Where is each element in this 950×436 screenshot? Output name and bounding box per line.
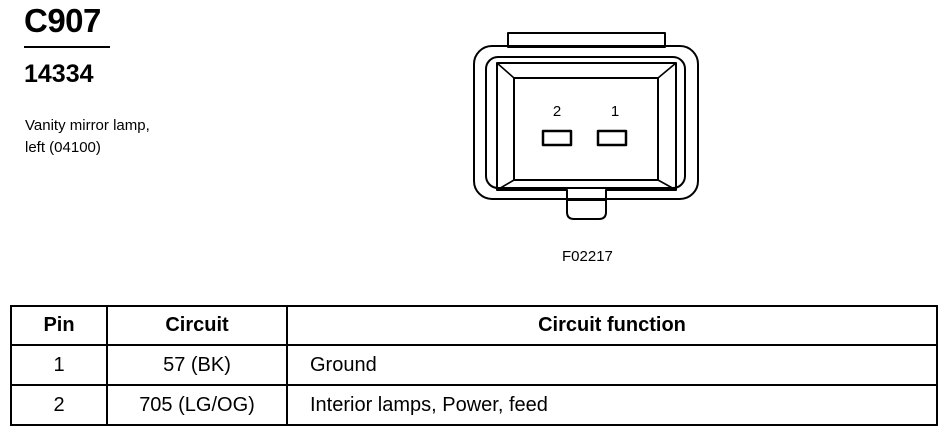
connector-id: C907 bbox=[24, 2, 101, 39]
pin-2-terminal bbox=[541, 129, 573, 147]
connector-description: Vanity mirror lamp, left (04100) bbox=[25, 115, 150, 159]
table-header-row: Pin Circuit Circuit function bbox=[10, 305, 938, 346]
connector-top-tab bbox=[507, 32, 666, 48]
circuit-function-cell: Interior lamps, Power, feed bbox=[286, 384, 938, 426]
column-header-circuit: Circuit bbox=[106, 305, 288, 346]
figure-id: F02217 bbox=[562, 248, 613, 265]
circuit-cell: 57 (BK) bbox=[106, 344, 288, 386]
table-row: 1 57 (BK) Ground bbox=[10, 344, 938, 386]
table-row: 2 705 (LG/OG) Interior lamps, Power, fee… bbox=[10, 384, 938, 426]
pin-1-terminal bbox=[596, 129, 628, 147]
part-number: 14334 bbox=[24, 60, 94, 88]
pin-label-1: 1 bbox=[611, 103, 619, 120]
connector-cavity bbox=[513, 77, 659, 181]
connector-body bbox=[496, 62, 677, 201]
pin-label-2: 2 bbox=[553, 103, 561, 120]
header-divider bbox=[24, 46, 110, 48]
pin-cell: 2 bbox=[10, 384, 108, 426]
circuit-function-cell: Ground bbox=[286, 344, 938, 386]
connector-locking-latch bbox=[485, 56, 686, 189]
connector-corner-chamfers bbox=[496, 62, 677, 191]
pinout-table: Pin Circuit Circuit function 1 57 (BK) G… bbox=[10, 305, 938, 426]
circuit-cell: 705 (LG/OG) bbox=[106, 384, 288, 426]
column-header-circuit-function: Circuit function bbox=[286, 305, 938, 346]
connector-keying-tab bbox=[566, 200, 607, 220]
connector-outer-housing bbox=[473, 45, 699, 200]
description-line-2: left (04100) bbox=[25, 139, 101, 156]
column-header-pin: Pin bbox=[10, 305, 108, 346]
description-line-1: Vanity mirror lamp, bbox=[25, 117, 150, 134]
connector-face-diagram: 2 1 bbox=[473, 32, 699, 220]
pin-cell: 1 bbox=[10, 344, 108, 386]
